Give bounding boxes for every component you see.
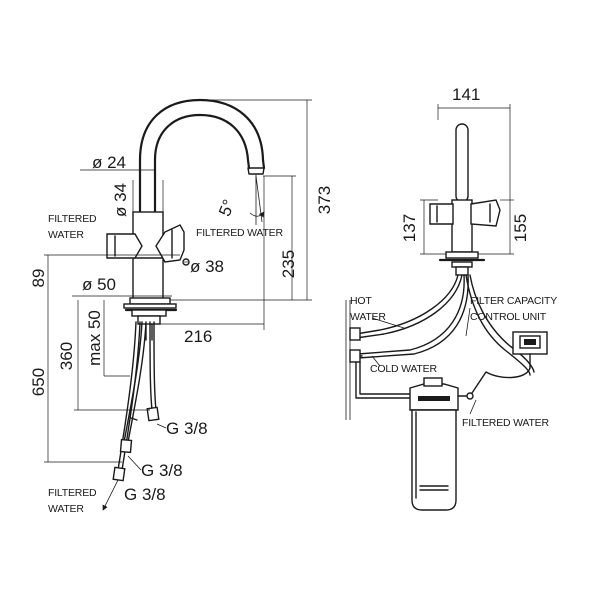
dim-dia-38: ø 38: [190, 257, 224, 276]
dim-650: 650: [29, 368, 48, 396]
label-hot-1: HOT: [350, 295, 372, 307]
right-lever: [155, 224, 185, 263]
faucet-body: [132, 211, 164, 301]
label-filter-capacity-2: CONTROL UNIT: [470, 311, 547, 323]
label-hot-2: WATER: [350, 311, 386, 323]
lever-front-right: [470, 199, 501, 227]
label-filtered-bottom-1: FILTERED: [48, 487, 97, 499]
valve-hot: [349, 327, 361, 341]
dim-5-degree: 5°: [215, 197, 239, 219]
thread-g38-c: G 3/8: [124, 485, 166, 504]
thread-g38-a: G 3/8: [166, 419, 208, 438]
hose-hot: [355, 274, 459, 335]
label-filtered-water-right: FILTERED WATER: [462, 417, 549, 429]
spout-front: [455, 123, 469, 203]
hose-3: [117, 321, 137, 471]
thread-g38-b: G 3/8: [141, 461, 183, 480]
dim-dia-50: ø 50: [82, 275, 116, 294]
left-lever: [106, 233, 143, 259]
pipe-cold-to-filter: [355, 361, 411, 399]
dim-137: 137: [400, 214, 419, 242]
dim-235: 235: [279, 250, 298, 278]
hose-2: [149, 321, 153, 411]
left-faucet-view: 373 235 ø 24 ø 34 5° FILTERED WATER FILT…: [29, 98, 334, 515]
hose-filtered: [465, 274, 531, 376]
dim-155: 155: [511, 214, 530, 242]
right-front-view: 141 137 155: [345, 85, 557, 511]
hose-cold: [357, 274, 465, 355]
label-filtered-bottom-2: WATER: [48, 503, 84, 515]
faucet-base: [129, 297, 171, 305]
dim-max-50: max 50: [85, 310, 104, 366]
label-filtered-water-top: FILTERED WATER: [196, 227, 283, 239]
label-filtered-left-2: WATER: [48, 229, 84, 241]
lever-front-left: [429, 203, 454, 225]
dim-216: 216: [184, 327, 212, 346]
dim-373: 373: [315, 186, 334, 214]
dim-141: 141: [452, 85, 480, 104]
label-filter-capacity-1: FILTER CAPACITY: [470, 295, 557, 307]
valve-cold: [349, 349, 361, 363]
spout-tip: [247, 167, 265, 175]
label-cold-water: COLD WATER: [370, 363, 437, 375]
dim-dia-24: ø 24: [92, 153, 126, 172]
body-front: [451, 199, 473, 253]
spout-inner: [153, 113, 251, 260]
label-filtered-left-1: FILTERED: [48, 213, 97, 225]
dim-89: 89: [29, 269, 48, 288]
dim-dia-34: ø 34: [111, 183, 130, 217]
filter-cartridge: [411, 409, 457, 511]
dim-360: 360: [57, 342, 76, 370]
